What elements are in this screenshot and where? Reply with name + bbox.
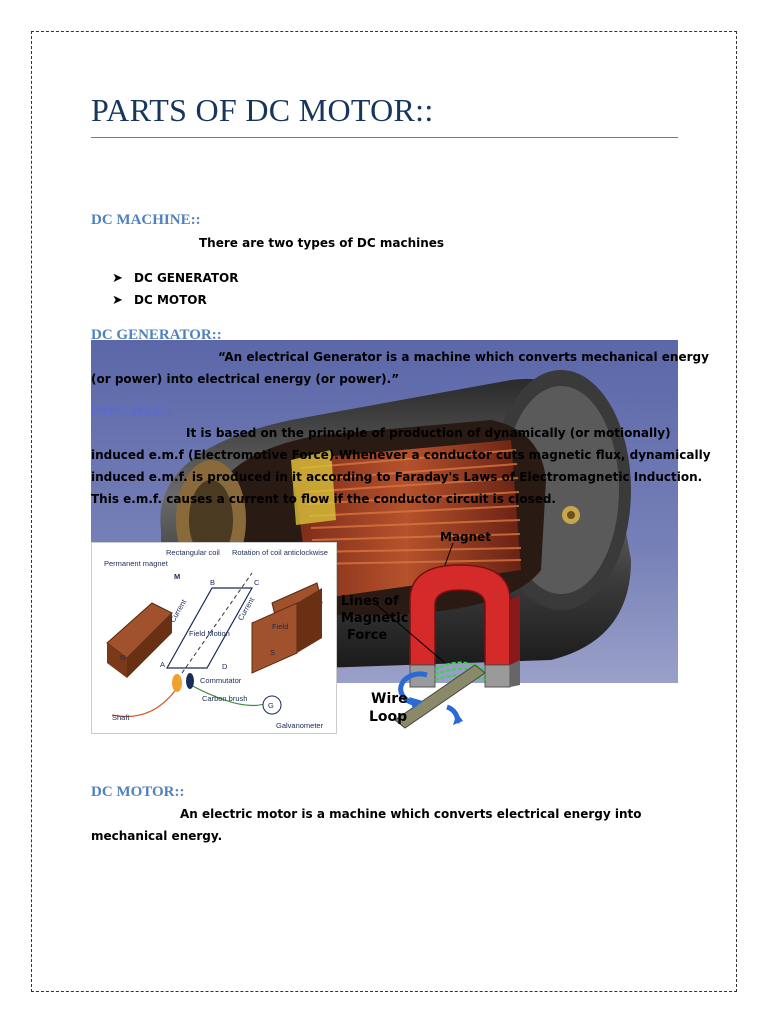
magnet-illustration: Magnet Lines of Magnetic Force Wire Loop	[341, 530, 520, 729]
dc-motor-line2: mechanical energy.	[91, 829, 223, 843]
field-motion-label: Field Motion	[189, 629, 230, 638]
generator-definition-line2: (or power) into electrical energy (or po…	[91, 372, 400, 386]
coil-d-label: D	[222, 662, 228, 671]
title-rule	[91, 137, 678, 138]
lines-of-label: Lines of	[341, 594, 399, 609]
generator-diagram: Permanent magnet Rectangular coil Rotati…	[91, 542, 337, 734]
dc-motor-heading: DC MOTOR::	[91, 784, 185, 800]
list-item: ➤ DC GENERATOR	[112, 271, 238, 286]
magnetic-label: Magnetic	[341, 611, 408, 626]
rectangular-coil-label: Rectangular coil	[166, 548, 220, 557]
commutator-label: Commutator	[200, 676, 242, 685]
magnet-label: Magnet	[440, 530, 491, 544]
dc-motor-line1: An electric motor is a machine which con…	[180, 807, 642, 821]
principle-heading: PRINCIPLE::	[91, 403, 172, 418]
arrow-bullet-icon: ➤	[112, 271, 123, 286]
galvanometer-label: Galvanometer	[276, 721, 324, 730]
page-title: PARTS OF DC MOTOR::	[91, 92, 434, 128]
coil-c-label: C	[254, 578, 260, 587]
current-label-right: Current	[236, 595, 257, 622]
dc-machine-heading: DC MACHINE::	[91, 212, 201, 228]
dc-generator-heading: DC GENERATOR::	[91, 327, 222, 343]
principle-line3: induced e.m.f. is produced in it accordi…	[91, 470, 703, 484]
list-item-label: DC GENERATOR	[134, 271, 239, 285]
galvanometer-g-label: G	[268, 701, 274, 710]
wire-label: Wire	[371, 691, 408, 707]
page-border	[31, 31, 737, 992]
list-item-label: DC MOTOR	[134, 293, 207, 307]
list-item: ➤ DC MOTOR	[112, 293, 207, 308]
field-label: Field	[272, 622, 288, 631]
coil-b-label: B	[210, 578, 215, 587]
permanent-magnet-label: Permanent magnet	[104, 559, 169, 568]
coil-m-label: M	[174, 572, 180, 581]
shaft-label: Shaft	[112, 713, 130, 722]
force-label: Force	[347, 628, 387, 643]
principle-line1: It is based on the principle of producti…	[186, 426, 671, 440]
south-pole-label: S	[270, 648, 275, 657]
generator-definition-line1: “An electrical Generator is a machine wh…	[218, 350, 709, 364]
carbon-brush-label: Carbon brush	[202, 694, 247, 703]
rotation-label: Rotation of coil anticlockwise	[232, 548, 328, 557]
dc-machine-intro: There are two types of DC machines	[199, 236, 445, 250]
principle-line2: induced e.m.f (Electromotive Force).When…	[91, 448, 711, 462]
north-pole-label: N	[120, 653, 125, 662]
principle-line4: This e.m.f. causes a current to flow if …	[91, 492, 556, 506]
arrow-bullet-icon: ➤	[112, 293, 123, 308]
coil-a-label: A	[160, 660, 165, 669]
loop-label: Loop	[369, 709, 407, 725]
current-label-left: Current	[168, 597, 189, 624]
